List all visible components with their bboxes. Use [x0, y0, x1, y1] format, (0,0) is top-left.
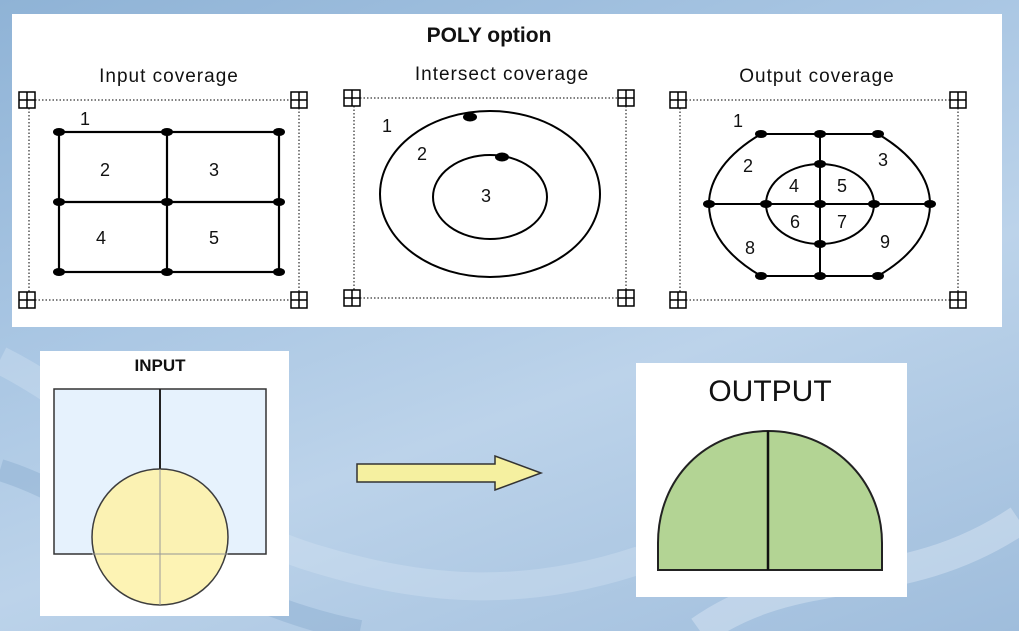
intersect-coverage-diagram: Intersect coverage 1 [343, 64, 635, 307]
intersect-coverage-label: Intersect coverage [415, 64, 589, 85]
polygon-label: 4 [789, 176, 799, 196]
input-example-label: INPUT [135, 356, 187, 375]
polygon-label: 3 [878, 150, 888, 170]
polygon-label: 2 [417, 144, 427, 164]
output-semicircle [657, 429, 883, 571]
polygon-label: 5 [837, 176, 847, 196]
polygon-label: 7 [837, 212, 847, 232]
output-coverage-diagram: Output coverage [669, 66, 967, 309]
panel-title: POLY option [427, 24, 552, 47]
polygon-label: 1 [733, 111, 743, 131]
output-example-label: OUTPUT [708, 375, 831, 408]
input-coverage-diagram: Input coverage [18, 66, 308, 309]
right-arrow-icon [356, 455, 544, 491]
input-coverage-label: Input coverage [99, 66, 239, 87]
polygon-label: 6 [790, 212, 800, 232]
polygon-label: 3 [209, 160, 219, 180]
input-example-panel: INPUT [40, 351, 289, 616]
polygon-label: 5 [209, 228, 219, 248]
poly-option-panel: POLY option Input coverage [12, 14, 1002, 327]
polygon-label: 8 [745, 238, 755, 258]
polygon-label: 4 [96, 228, 106, 248]
polygon-label: 2 [743, 156, 753, 176]
polygon-label: 1 [80, 109, 90, 129]
polygon-label: 1 [382, 116, 392, 136]
polygon-label: 2 [100, 160, 110, 180]
polygon-label: 3 [481, 186, 491, 206]
polygon-label: 9 [880, 232, 890, 252]
output-example-panel: OUTPUT [636, 363, 907, 597]
output-coverage-label: Output coverage [739, 66, 894, 87]
